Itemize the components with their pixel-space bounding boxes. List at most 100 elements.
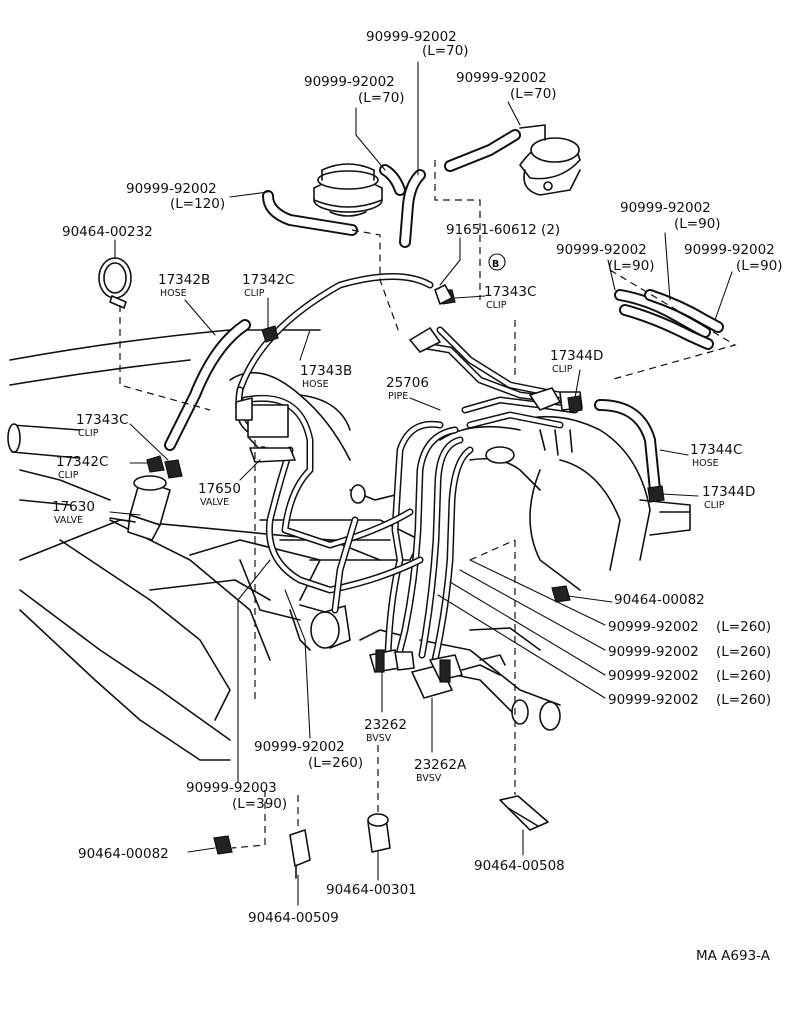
svg-text:(L=260): (L=260) [716,644,771,660]
label-clip-17343c-left: 17343C CLIP [76,412,128,439]
label-clamp-00301: 90464-00301 [326,882,417,898]
svg-text:90999-92002: 90999-92002 [608,644,699,660]
svg-text:90464-00509: 90464-00509 [248,910,339,926]
label-clip-17344d-top: 17344D CLIP [550,348,603,375]
svg-text:17343C: 17343C [76,412,128,428]
svg-text:(L=70): (L=70) [510,86,557,102]
clamp-ring-00232 [98,257,132,309]
label-hose-17342b: 17342B HOSE [158,272,210,299]
svg-text:VALVE: VALVE [54,515,83,526]
svg-text:CLIP: CLIP [704,500,725,511]
bvsv-23262 [369,649,415,673]
svg-text:(L=260): (L=260) [716,692,771,708]
svg-text:(L=260): (L=260) [308,755,363,771]
label-clamp-00508: 90464-00508 [474,858,565,874]
svg-text:90464-00508: 90464-00508 [474,858,565,874]
svg-text:CLIP: CLIP [58,470,79,481]
svg-text:90464-00082: 90464-00082 [614,592,705,608]
svg-text:90464-00082: 90464-00082 [78,846,169,862]
svg-text:(L=90): (L=90) [736,258,783,274]
label-bvsv-23262a: 23262A BVSV [414,757,467,784]
label-hose-upper-right: 90999-92002 (L=70) [456,70,557,102]
svg-text:HOSE: HOSE [160,288,187,299]
svg-text:90999-92002: 90999-92002 [366,29,457,45]
label-hose-l260-4: 90999-92002 (L=260) [608,692,771,708]
svg-text:90464-00232: 90464-00232 [62,224,153,240]
svg-text:HOSE: HOSE [692,458,719,469]
svg-text:(L=260): (L=260) [716,668,771,684]
label-bolt-91651: 91651-60612 (2) [446,222,560,238]
svg-text:90999-92002: 90999-92002 [304,74,395,90]
svg-text:90999-92002: 90999-92002 [456,70,547,86]
label-hose-l260-3: 90999-92002 (L=260) [608,668,771,684]
label-hose-right-l90-c: 90999-92002 (L=90) [684,242,783,274]
svg-text:90999-92002: 90999-92002 [620,200,711,216]
label-clip-17342c-top: 17342C CLIP [242,272,294,299]
svg-text:HOSE: HOSE [302,379,329,390]
svg-text:90999-92002: 90999-92002 [126,181,217,197]
svg-text:(L=120): (L=120) [170,196,225,212]
svg-text:90464-00301: 90464-00301 [326,882,417,898]
svg-text:90999-92002: 90999-92002 [556,242,647,258]
label-hose-right-l90-b: 90999-92002 (L=90) [556,242,655,274]
label-hose-17343b: 17343B HOSE [300,363,352,390]
svg-text:(L=260): (L=260) [716,619,771,635]
svg-text:17630: 17630 [52,499,95,515]
svg-text:17342C: 17342C [56,454,108,470]
label-hose-l260-left: 90999-92002 (L=260) [254,739,363,771]
svg-text:90999-92002: 90999-92002 [254,739,345,755]
label-clip-17343c-top: 17343C CLIP [484,284,536,311]
svg-text:MA A693-A: MA A693-A [696,948,771,964]
svg-text:17344C: 17344C [690,442,742,458]
svg-text:(L=90): (L=90) [674,216,721,232]
svg-text:17342B: 17342B [158,272,210,288]
svg-text:(L=70): (L=70) [358,90,405,106]
long-hoses-l260 [241,394,474,664]
label-clamp-00082-right: 90464-00082 [614,592,705,608]
label-clip-17342c-left: 17342C CLIP [56,454,108,481]
reference-lines [119,160,737,849]
svg-text:90999-92002: 90999-92002 [684,242,775,258]
air-valve-left [313,163,383,217]
hose-17342b-body [164,319,251,451]
label-pipe-25706: 25706 PIPE [386,375,429,402]
svg-text:BVSV: BVSV [366,733,392,744]
svg-text:23262A: 23262A [414,757,467,773]
label-hose-17344c: 17344C HOSE [690,442,742,469]
label-hose-l260-1: 90999-92002 (L=260) [608,619,771,635]
svg-text:17650: 17650 [198,481,241,497]
clips [146,284,665,879]
svg-text:17342C: 17342C [242,272,294,288]
svg-text:17344D: 17344D [550,348,603,364]
label-clip-17344d-right: 17344D CLIP [702,484,755,511]
svg-text:25706: 25706 [386,375,429,391]
svg-text:CLIP: CLIP [244,288,265,299]
label-hose-l390: 90999-92003 (L=390) [186,780,287,812]
label-bvsv-23262: 23262 BVSV [364,717,407,744]
label-valve-17650: 17650 VALVE [198,481,241,508]
figure-code: MA A693-A [696,948,771,964]
svg-text:(L=70): (L=70) [422,43,469,59]
hose-17344c-body [594,399,661,496]
label-hose-l260-2: 90999-92002 (L=260) [608,644,771,660]
svg-text:90999-92003: 90999-92003 [186,780,277,796]
svg-text:CLIP: CLIP [78,428,99,439]
label-clamp-00082-left: 90464-00082 [78,846,169,862]
svg-text:(L=390): (L=390) [232,796,287,812]
engine-outline [7,329,691,761]
svg-text:23262: 23262 [364,717,407,733]
svg-text:91651-60612 (2): 91651-60612 (2) [446,222,560,238]
pipe-25706-body [409,326,583,456]
valve-17630 [109,475,171,541]
label-valve-17630: 17630 VALVE [52,499,95,526]
svg-text:(L=90): (L=90) [608,258,655,274]
label-hose-top-center: 90999-92002 (L=70) [366,29,469,59]
label-hose-upper-left: 90999-92002 (L=70) [304,74,405,106]
svg-text:PIPE: PIPE [388,391,408,402]
bvsv-23262a [411,654,501,699]
svg-text:CLIP: CLIP [486,300,507,311]
vacuum-hoses-top [262,129,724,350]
svg-text:17344D: 17344D [702,484,755,500]
svg-text:17343C: 17343C [484,284,536,300]
